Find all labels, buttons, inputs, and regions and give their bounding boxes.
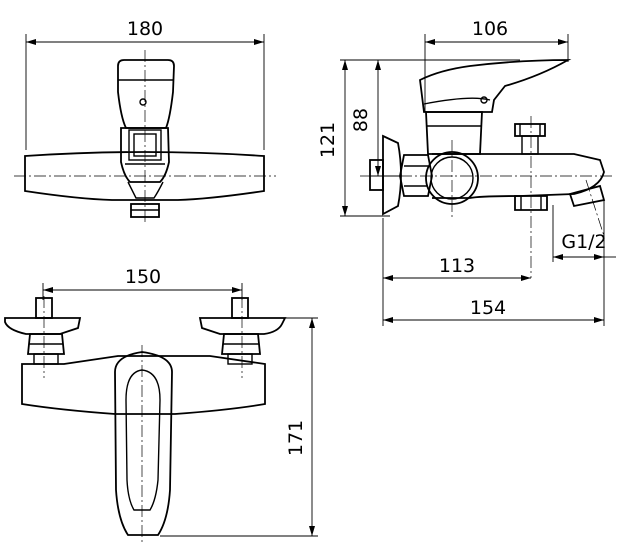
dim-113-label: 113 — [439, 255, 475, 277]
top-view: 180 — [14, 18, 276, 225]
dim-150-label: 150 — [125, 266, 161, 288]
dim-154-label: 154 — [470, 297, 506, 319]
dim-180-label: 180 — [127, 18, 163, 40]
dim-88-label: 88 — [350, 108, 372, 132]
side-view: 106 121 88 — [317, 18, 616, 326]
front-view: 150 171 — [4, 266, 318, 545]
dim-121-label: 121 — [317, 122, 339, 158]
thread-g12-label: G1/2 — [561, 231, 606, 253]
dim-171-label: 171 — [285, 420, 307, 456]
dim-106-label: 106 — [472, 18, 508, 40]
